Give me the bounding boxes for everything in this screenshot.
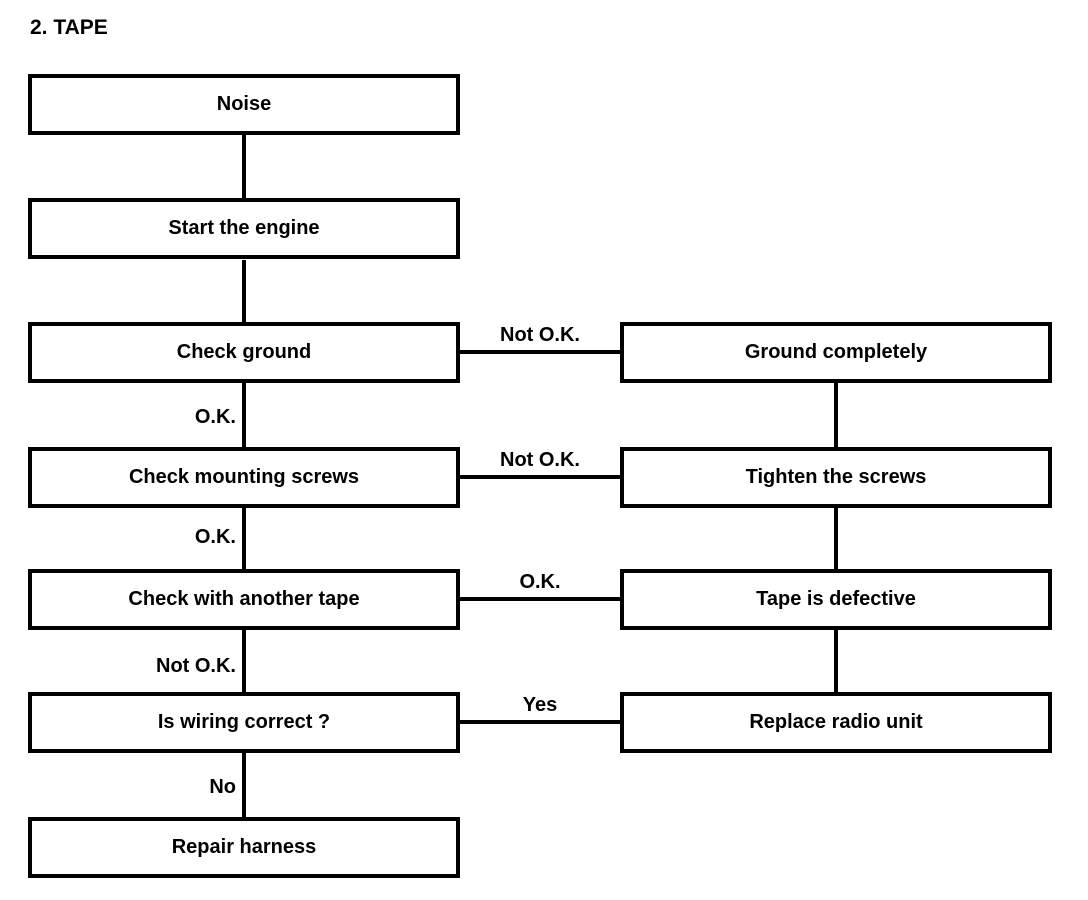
connector-tighten-to-defective bbox=[834, 508, 838, 569]
edge-label-not-ok: Not O.K. bbox=[156, 655, 236, 677]
branch-check-ground bbox=[460, 350, 620, 354]
branch-label-not-ok-2: Not O.K. bbox=[500, 449, 580, 471]
edge-label-no: No bbox=[209, 776, 236, 798]
flow-node-replace-radio-unit: Replace radio unit bbox=[620, 692, 1052, 753]
connector-ground-to-screws bbox=[242, 383, 246, 447]
flow-node-check-mounting-screws: Check mounting screws bbox=[28, 447, 460, 508]
flow-node-tape-defective: Tape is defective bbox=[620, 569, 1052, 630]
connector-screws-to-tape bbox=[242, 508, 246, 569]
branch-wiring-correct bbox=[460, 720, 620, 724]
branch-label-ok: O.K. bbox=[519, 571, 561, 593]
flow-node-tighten-screws: Tighten the screws bbox=[620, 447, 1052, 508]
page-title: 2. TAPE bbox=[30, 16, 108, 39]
flow-node-repair-harness: Repair harness bbox=[28, 817, 460, 878]
flow-node-noise: Noise bbox=[28, 74, 460, 135]
branch-mount-screws bbox=[460, 475, 620, 479]
connector-start-to-check-ground bbox=[242, 260, 246, 322]
flow-node-is-wiring-correct: Is wiring correct ? bbox=[28, 692, 460, 753]
connector-noise-to-start bbox=[242, 135, 246, 198]
flow-node-check-ground: Check ground bbox=[28, 322, 460, 383]
connector-defective-to-replace bbox=[834, 629, 838, 692]
edge-label-ok-1: O.K. bbox=[194, 406, 236, 428]
branch-label-not-ok-1: Not O.K. bbox=[500, 324, 580, 346]
connector-wiring-to-repair bbox=[242, 752, 246, 817]
branch-another-tape bbox=[460, 597, 620, 601]
connector-tape-to-wiring bbox=[242, 629, 246, 692]
flow-node-check-another-tape: Check with another tape bbox=[28, 569, 460, 630]
connector-groundcomp-to-tighten bbox=[834, 383, 838, 447]
edge-label-ok-2: O.K. bbox=[194, 526, 236, 548]
branch-label-yes: Yes bbox=[522, 694, 558, 716]
flow-node-start-engine: Start the engine bbox=[28, 198, 460, 259]
flow-node-ground-completely: Ground completely bbox=[620, 322, 1052, 383]
